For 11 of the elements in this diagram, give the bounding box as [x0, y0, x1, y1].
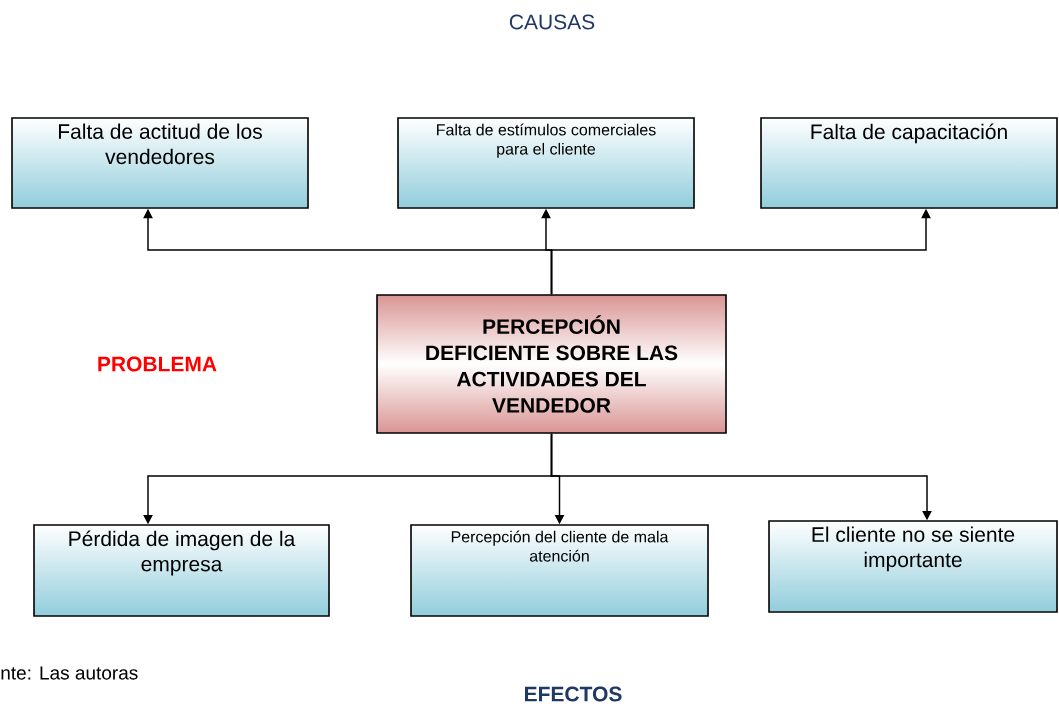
section-heading: CAUSAS	[509, 14, 595, 30]
cause-box: Falta de actitud de los vendedores	[11, 117, 309, 209]
effect-box: Pérdida de imagen de la empresa	[33, 524, 330, 617]
cause-box: Falta de capacitación	[760, 117, 1058, 209]
cause-box: Falta de estímulos comerciales para el cliente	[397, 117, 695, 209]
source-note: nte: Las autoras	[1, 666, 138, 680]
effect-box: Percepción del cliente de mala atención	[410, 524, 709, 617]
section-heading: EFECTOS	[525, 686, 622, 702]
section-heading: PROBLEMA	[98, 356, 217, 372]
problem-box: PERCEPCIÓN DEFICIENTE SOBRE LAS ACTIVIDADES DEL VENDEDOR	[376, 294, 727, 434]
effect-box: El cliente no se siente importante	[768, 520, 1058, 613]
